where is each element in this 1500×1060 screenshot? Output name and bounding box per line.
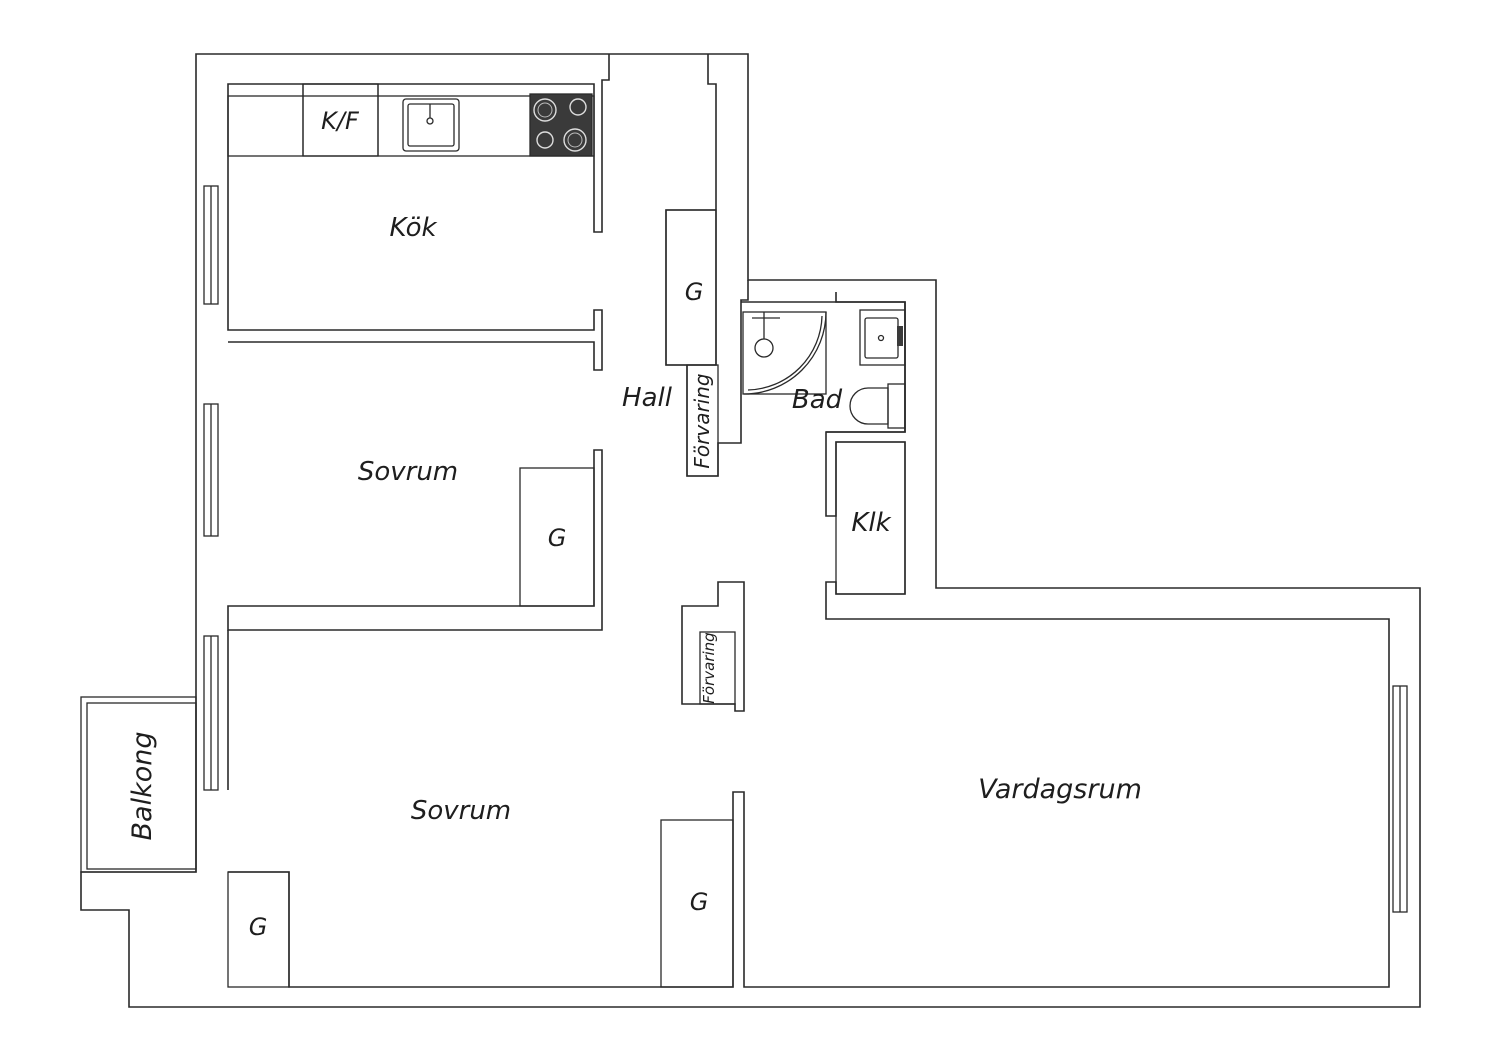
kitchen-walls bbox=[227, 54, 610, 371]
shower-icon bbox=[742, 311, 827, 395]
wardrobe-label: G bbox=[249, 913, 268, 941]
window-icon bbox=[203, 185, 219, 305]
storage-lower bbox=[681, 581, 745, 712]
bathroom-label: Bad bbox=[792, 385, 843, 415]
washbasin-icon bbox=[859, 309, 906, 366]
living-room-label: Vardagsrum bbox=[978, 774, 1142, 805]
hall-label: Hall bbox=[622, 383, 673, 413]
storage-2-label: Förvaring bbox=[700, 632, 718, 703]
closet bbox=[835, 441, 906, 595]
window-icon bbox=[203, 403, 219, 537]
balcony-label: Balkong bbox=[127, 732, 158, 841]
window-icon bbox=[1392, 685, 1408, 913]
balcony-outline bbox=[80, 696, 197, 873]
storage-1-label: Förvaring bbox=[690, 373, 714, 468]
storage-cabinet bbox=[699, 631, 736, 705]
kf-label: K/F bbox=[321, 107, 360, 135]
sink-icon bbox=[402, 98, 460, 152]
window-icon bbox=[203, 635, 219, 791]
wardrobe-label: G bbox=[690, 888, 709, 916]
wardrobe-label: G bbox=[685, 278, 704, 306]
wardrobe bbox=[519, 467, 595, 607]
wardrobe bbox=[227, 871, 290, 988]
toilet-icon bbox=[849, 383, 906, 429]
outer-wall bbox=[80, 53, 1421, 1008]
kitchen-counter bbox=[227, 95, 595, 157]
closet-label: Klk bbox=[851, 508, 891, 538]
stove-icon bbox=[529, 93, 593, 157]
wardrobe bbox=[660, 819, 734, 988]
bathroom-walls bbox=[741, 301, 906, 433]
bedroom-1-walls bbox=[227, 449, 603, 631]
bedroom-1-label: Sovrum bbox=[358, 457, 458, 487]
bedroom-2-label: Sovrum bbox=[411, 796, 511, 826]
kitchen-label: Kök bbox=[389, 213, 437, 243]
wardrobe-label: G bbox=[548, 524, 567, 552]
fridge-freezer bbox=[302, 83, 379, 157]
storage-cabinet bbox=[686, 364, 719, 477]
